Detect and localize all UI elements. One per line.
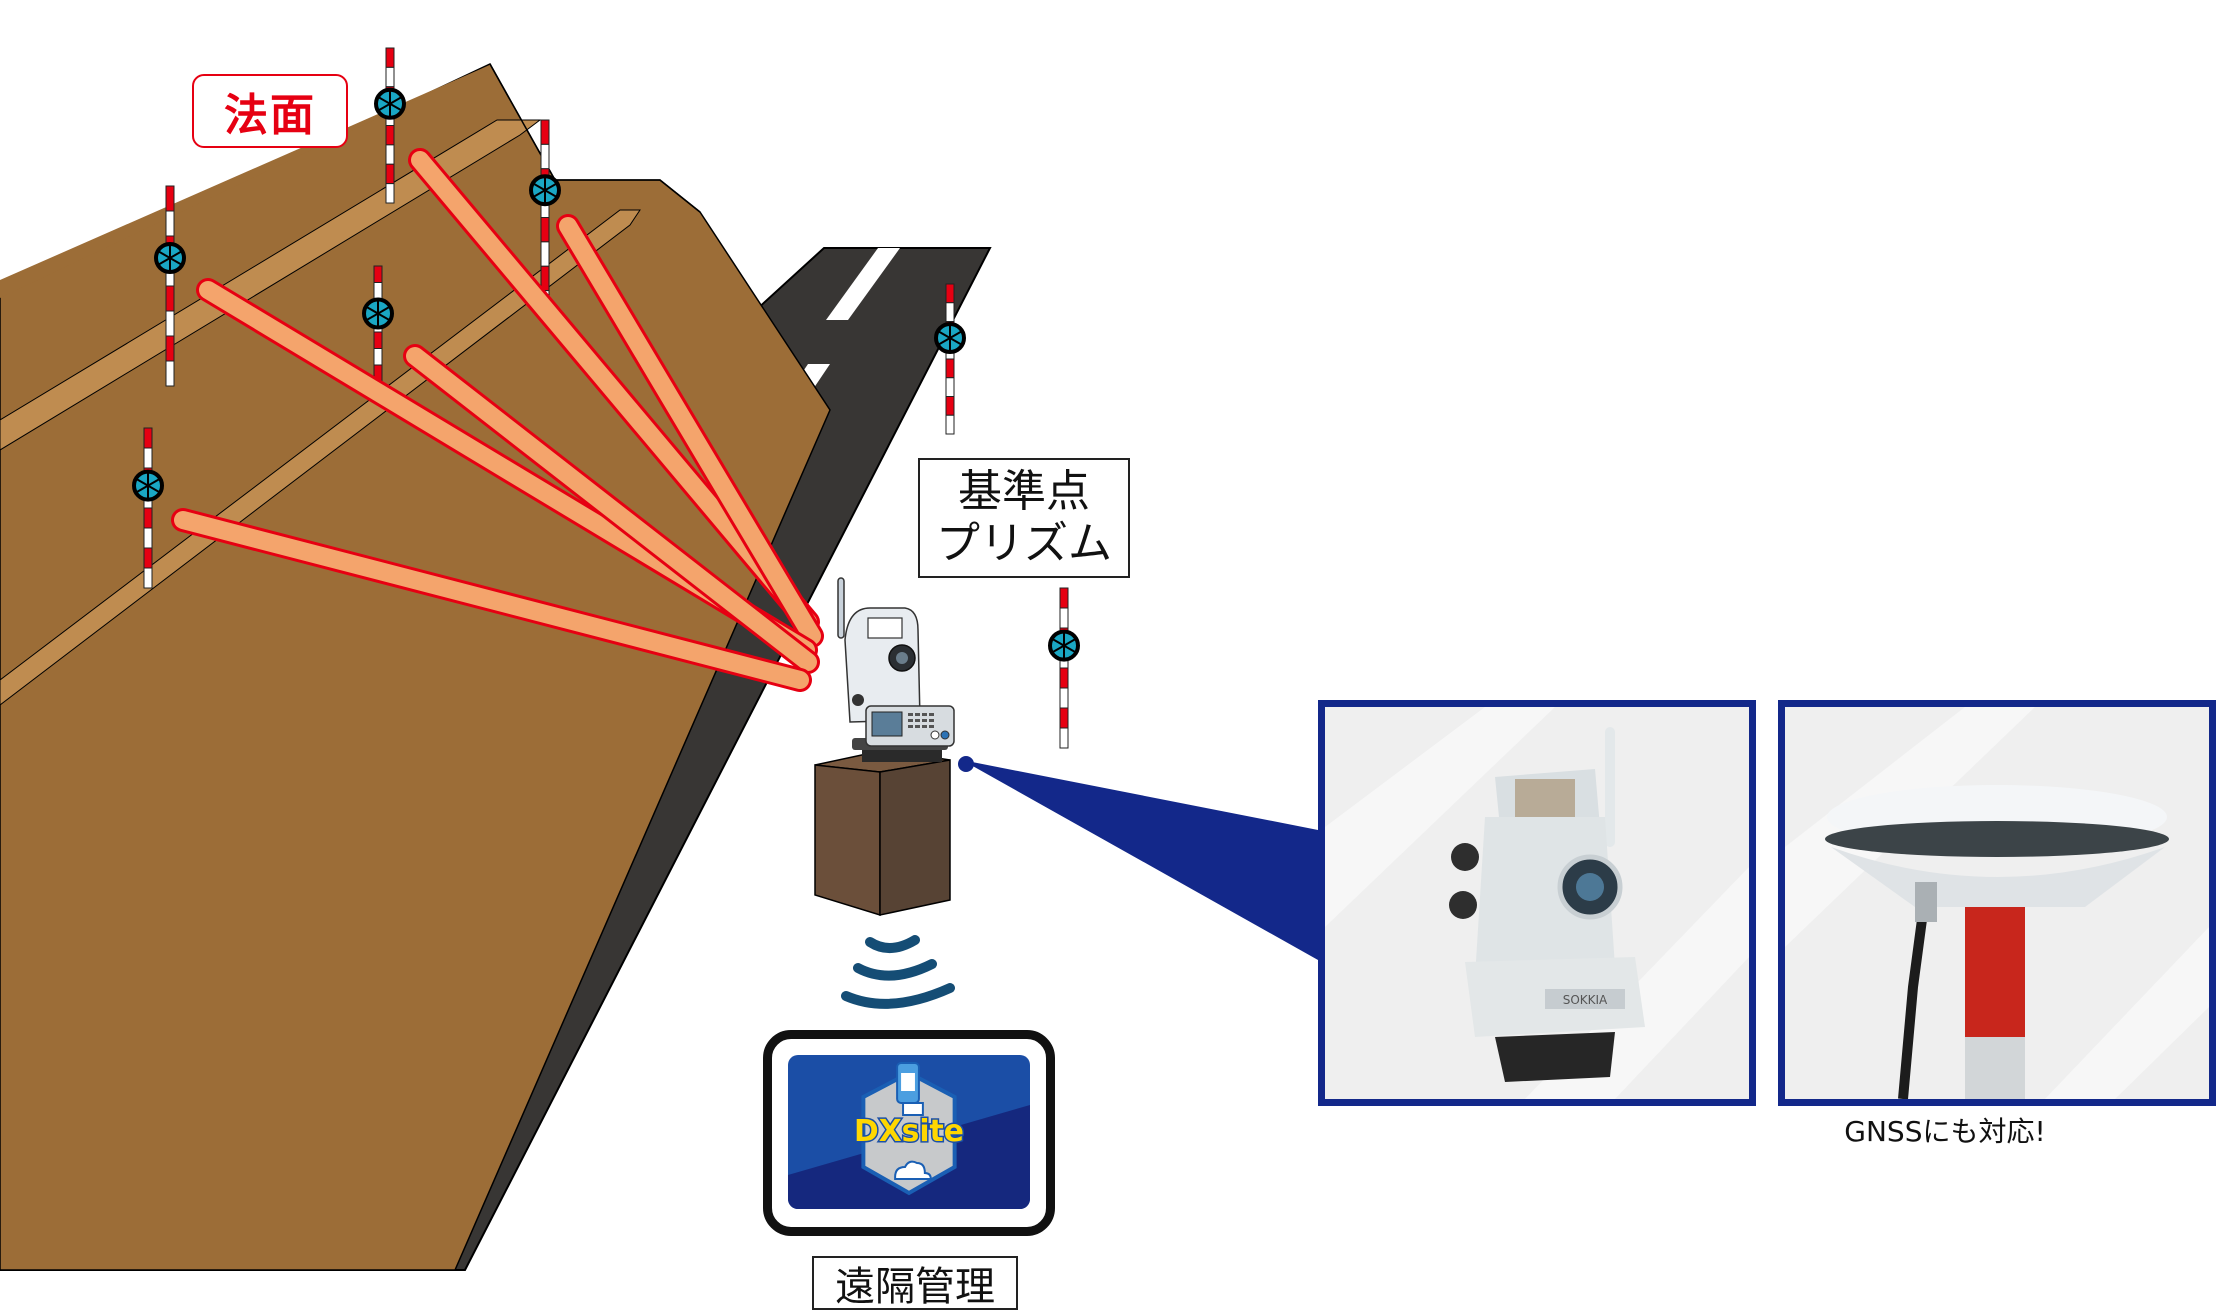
remote-management-label: 遠隔管理 bbox=[812, 1256, 1018, 1310]
remote-management-text: 遠隔管理 bbox=[835, 1264, 995, 1310]
brand-label: SOKKIA bbox=[1563, 993, 1608, 1007]
total-station-logo-icon bbox=[896, 1062, 924, 1116]
dxsite-logo-text: DXsite bbox=[854, 1114, 964, 1149]
pedestal bbox=[814, 749, 951, 917]
dxsite-app-screen: DXsite bbox=[788, 1055, 1030, 1209]
control-point-prism-label: 基準点 プリズム bbox=[918, 458, 1130, 578]
earth-slope bbox=[0, 63, 831, 1271]
laser-beams bbox=[171, 148, 824, 692]
control-point-label-line1: 基準点 bbox=[958, 466, 1090, 517]
callout-wedge bbox=[962, 760, 1318, 960]
laser-beam bbox=[559, 217, 821, 645]
total-station-icon bbox=[837, 577, 955, 762]
slope-label-text: 法面 bbox=[224, 90, 316, 141]
prism-pole-icon bbox=[1048, 587, 1080, 749]
total-station-photo-image: SOKKIA bbox=[1325, 707, 1749, 1099]
prism-pole-icon bbox=[132, 427, 164, 589]
lane-marking bbox=[826, 248, 900, 320]
laser-beam bbox=[411, 151, 817, 631]
wireless-signal-icon bbox=[841, 935, 955, 1009]
prism-pole-icon bbox=[374, 47, 406, 204]
laser-beam bbox=[174, 511, 809, 689]
callout-wedge-tip bbox=[958, 756, 974, 772]
gnss-antenna-photo bbox=[1778, 700, 2216, 1106]
gnss-caption: GNSSにも対応! bbox=[1844, 1115, 2046, 1148]
laser-beam bbox=[406, 347, 817, 671]
control-point-label-line2: プリズム bbox=[936, 518, 1112, 569]
prism-group bbox=[132, 47, 1080, 749]
tablet-device: DXsite bbox=[763, 1030, 1055, 1236]
gnss-antenna-photo-image bbox=[1785, 707, 2209, 1099]
dxsite-logo: DXsite bbox=[788, 1055, 1030, 1209]
total-station-photo: SOKKIA bbox=[1318, 700, 1756, 1106]
cloud-icon bbox=[894, 1160, 932, 1180]
prism-pole-icon bbox=[154, 185, 186, 387]
prism-pole-icon bbox=[934, 283, 966, 435]
slope-label: 法面 bbox=[192, 74, 348, 148]
